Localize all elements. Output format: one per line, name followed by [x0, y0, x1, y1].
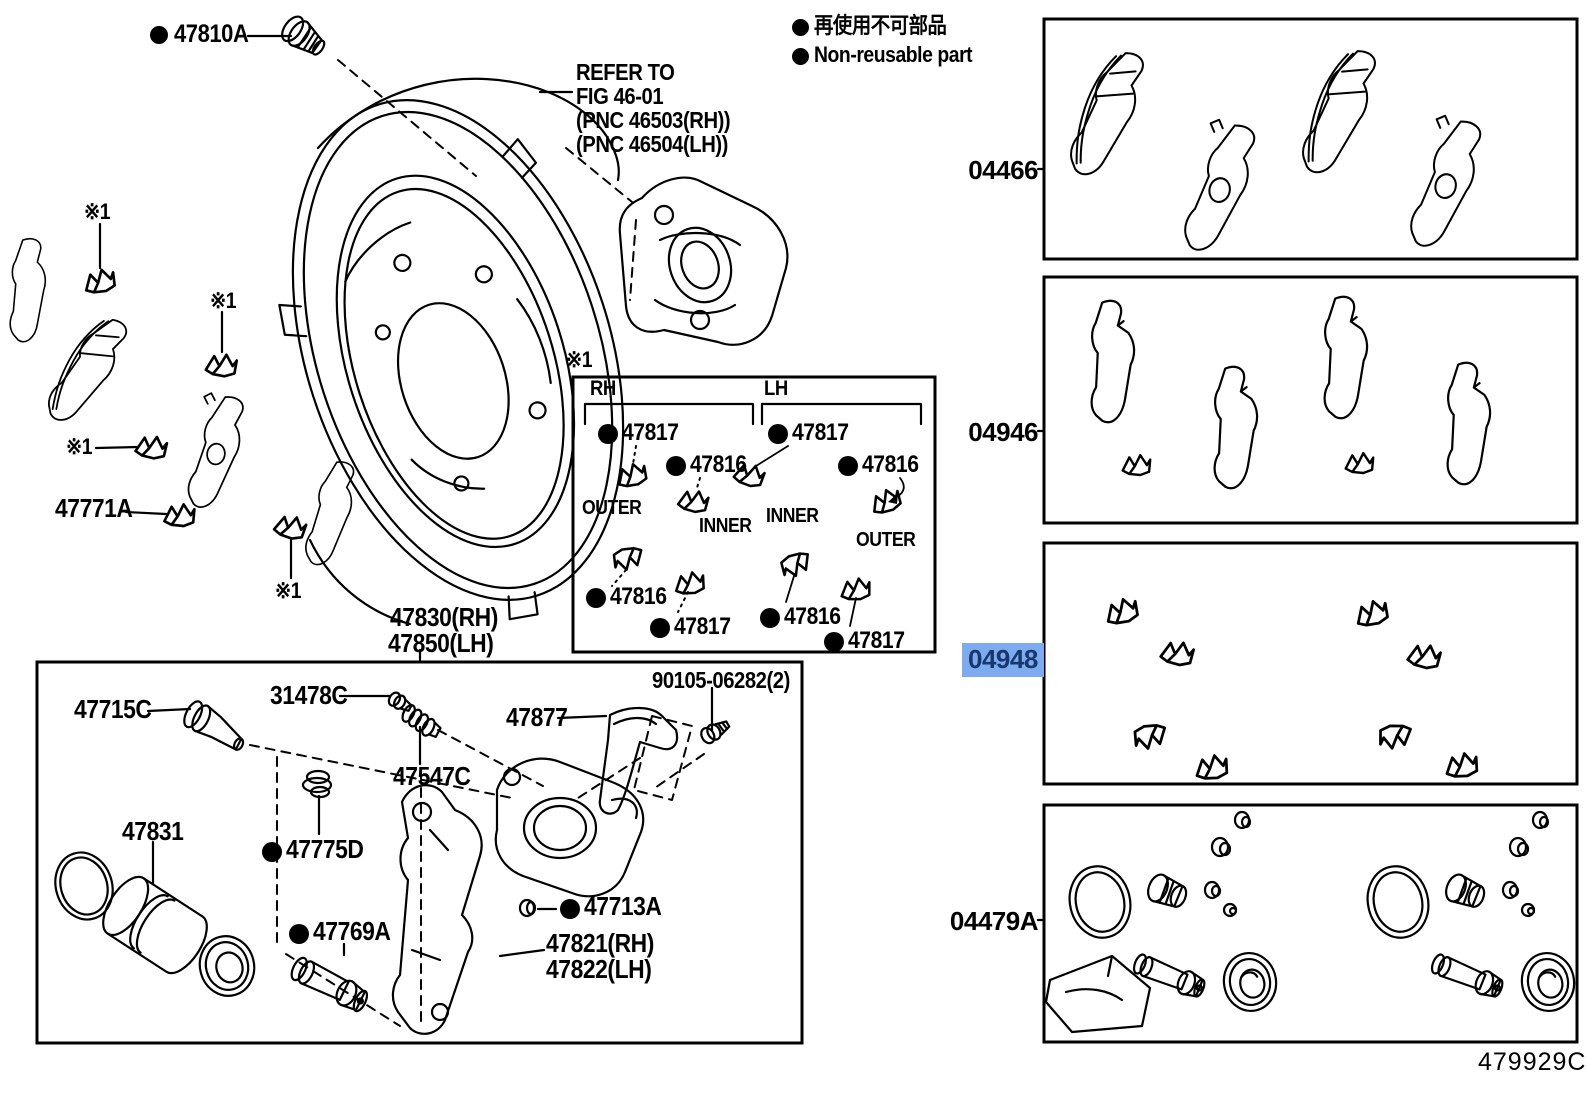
- non-reusable-bullet-icon: [650, 618, 670, 638]
- callout-90105-06282[interactable]: 90105-06282(2): [652, 667, 790, 693]
- marker-ref1-inset: ※1: [566, 347, 593, 372]
- callout-47775D[interactable]: 47775D: [286, 834, 364, 864]
- panel-04466-art: [1070, 50, 1482, 251]
- inset-rh-47817-top[interactable]: 47817: [622, 419, 679, 446]
- refer-note-line2: FIG 46-01: [576, 83, 664, 109]
- callout-47822-lh[interactable]: 47822(LH): [546, 954, 652, 984]
- inset-lh-47817-top[interactable]: 47817: [792, 419, 849, 446]
- panel-04946-art: [1090, 295, 1492, 490]
- callout-47713A[interactable]: 47713A: [584, 891, 662, 921]
- figure-code: 479929C: [1478, 1048, 1587, 1076]
- non-reusable-bullet-icon: [792, 48, 809, 65]
- inset-rh-label: RH: [590, 377, 616, 400]
- inset-lh-outer-label: OUTER: [856, 529, 916, 551]
- callout-47769A[interactable]: 47769A: [313, 916, 391, 946]
- callout-47831[interactable]: 47831: [122, 816, 184, 846]
- marker-ref1-b: ※1: [210, 288, 237, 313]
- assembly-dashed-lines: [249, 59, 705, 1027]
- non-reusable-bullet-icon: [824, 632, 844, 652]
- panel-code-04466[interactable]: 04466: [968, 155, 1038, 185]
- non-reusable-bullet-icon: [792, 19, 809, 36]
- callout-47715C[interactable]: 47715C: [74, 694, 152, 724]
- brake-pads-drawing: [9, 237, 355, 566]
- callout-31478C[interactable]: 31478C: [270, 680, 348, 710]
- non-reusable-bullet-icon: [598, 424, 618, 444]
- legend-en: Non-reusable part: [814, 42, 973, 67]
- inset-lh-47816-bottom[interactable]: 47816: [784, 603, 841, 630]
- non-reusable-bullet-icon: [262, 842, 282, 862]
- non-reusable-bullet-icon: [768, 424, 788, 444]
- non-reusable-bullet-icon: [666, 456, 686, 476]
- inset-rh-47817-bottom[interactable]: 47817: [674, 613, 731, 640]
- inset-rh-47816-top[interactable]: 47816: [690, 451, 747, 478]
- leader-lines: [94, 34, 1046, 958]
- inset-rh-inner-label: INNER: [699, 515, 752, 537]
- marker-ref1-c: ※1: [66, 434, 93, 459]
- panel-code-04948-highlighted[interactable]: 04948: [962, 643, 1044, 677]
- frame-boxes: [35, 17, 1579, 1045]
- inset-lh-47817-bottom[interactable]: 47817: [848, 627, 905, 654]
- panel-code-04946[interactable]: 04946: [968, 417, 1038, 447]
- non-reusable-bullet-icon: [760, 608, 780, 628]
- callout-47771A[interactable]: 47771A: [55, 493, 133, 523]
- inset-lh-label: LH: [764, 377, 788, 400]
- non-reusable-bullet-icon: [838, 456, 858, 476]
- non-reusable-bullet-icon: [586, 588, 606, 608]
- refer-note-line3: (PNC 46503(RH)): [576, 107, 731, 133]
- refer-note-line1: REFER TO: [576, 59, 675, 85]
- marker-ref1-a: ※1: [84, 199, 111, 224]
- refer-note-line4: (PNC 46504(LH)): [576, 131, 728, 157]
- callout-47850-lh[interactable]: 47850(LH): [388, 628, 494, 658]
- callout-47547C[interactable]: 47547C: [393, 761, 471, 791]
- panel-code-04479A[interactable]: 04479A: [949, 906, 1039, 936]
- inset-rh-outer-label: OUTER: [582, 497, 642, 519]
- caliper-parts-art: [54, 691, 731, 1035]
- inset-rh-47816-bottom[interactable]: 47816: [610, 583, 667, 610]
- backing-plate-drawing: [278, 77, 625, 626]
- caliper-assembly-drawing: [618, 176, 789, 346]
- legend-jp: 再使用不可部品: [814, 13, 947, 38]
- non-reusable-bullet-icon: [289, 924, 309, 944]
- callout-47830-rh[interactable]: 47830(RH): [390, 602, 498, 632]
- inset-box-art: [583, 402, 923, 627]
- non-reusable-bullet-icon: [150, 26, 168, 44]
- callout-47810A[interactable]: 47810A: [174, 20, 249, 48]
- inset-lh-47816-top[interactable]: 47816: [862, 451, 919, 478]
- bolt-47810A-drawing: [281, 15, 326, 56]
- panel-04948-art: [1106, 597, 1479, 780]
- non-reusable-bullet-icon: [560, 899, 580, 919]
- panel-04479A-art: [1044, 810, 1576, 1034]
- callout-47877[interactable]: 47877: [506, 702, 568, 732]
- marker-ref1-d: ※1: [275, 578, 302, 603]
- callout-47821-rh[interactable]: 47821(RH): [546, 928, 654, 958]
- inset-lh-inner-label: INNER: [766, 505, 819, 527]
